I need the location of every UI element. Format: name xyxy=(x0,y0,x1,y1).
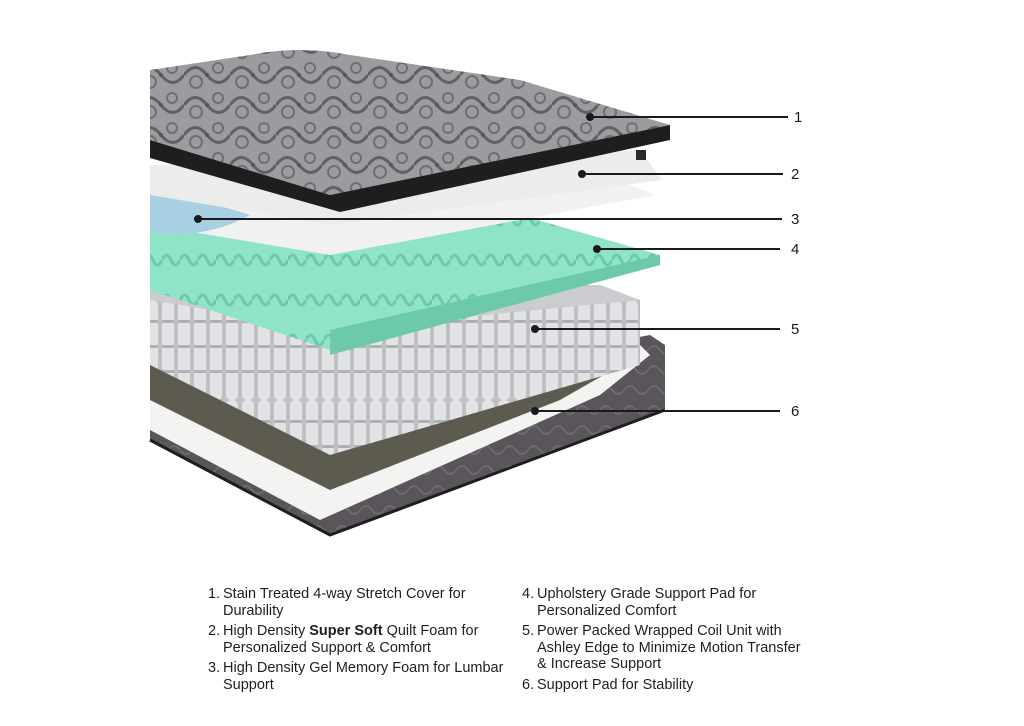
legend-number: 5. xyxy=(522,623,535,639)
legend-text: Support Pad for Stability xyxy=(537,676,694,693)
legend-text: Upholstery Grade Support Pad for Persona… xyxy=(537,586,757,619)
mattress-layers-illustration xyxy=(149,50,788,537)
legend-number: 4. xyxy=(522,586,535,602)
callout-2: 2 xyxy=(791,166,800,183)
legend-text: Stain Treated 4-way Stretch Cover for Du… xyxy=(223,586,466,619)
legend-number: 2. xyxy=(208,623,221,639)
legend-text: High Density Super Soft Quilt Foam for P… xyxy=(223,623,479,656)
legend-left-column: 1. Stain Treated 4-way Stretch Cover for… xyxy=(208,586,508,697)
callout-5: 5 xyxy=(791,321,800,338)
callout-4: 4 xyxy=(791,241,800,258)
callout-leaders xyxy=(194,113,788,415)
legend-item-3: 3. High Density Gel Memory Foam for Lumb… xyxy=(208,660,508,693)
legend-number: 1. xyxy=(208,586,221,602)
callout-1: 1 xyxy=(794,109,803,126)
legend-text: High Density Gel Memory Foam for Lumbar … xyxy=(223,660,504,693)
legend-item-1: 1. Stain Treated 4-way Stretch Cover for… xyxy=(208,586,508,619)
layer-4-upholstery-pad xyxy=(150,215,660,355)
legend-item-6: 6. Support Pad for Stability xyxy=(522,677,812,694)
callout-3: 3 xyxy=(791,211,800,228)
layer-1-cover xyxy=(150,50,670,212)
legend-item-2: 2. High Density Super Soft Quilt Foam fo… xyxy=(208,623,508,656)
legend-item-5: 5. Power Packed Wrapped Coil Unit with A… xyxy=(522,623,812,673)
callout-6: 6 xyxy=(791,403,800,420)
legend-text: Power Packed Wrapped Coil Unit with Ashl… xyxy=(537,623,801,672)
legend-item-4: 4. Upholstery Grade Support Pad for Pers… xyxy=(522,586,812,619)
legend-number: 3. xyxy=(208,660,221,676)
legend-right-column: 4. Upholstery Grade Support Pad for Pers… xyxy=(522,586,812,697)
legend-number: 6. xyxy=(522,676,535,693)
